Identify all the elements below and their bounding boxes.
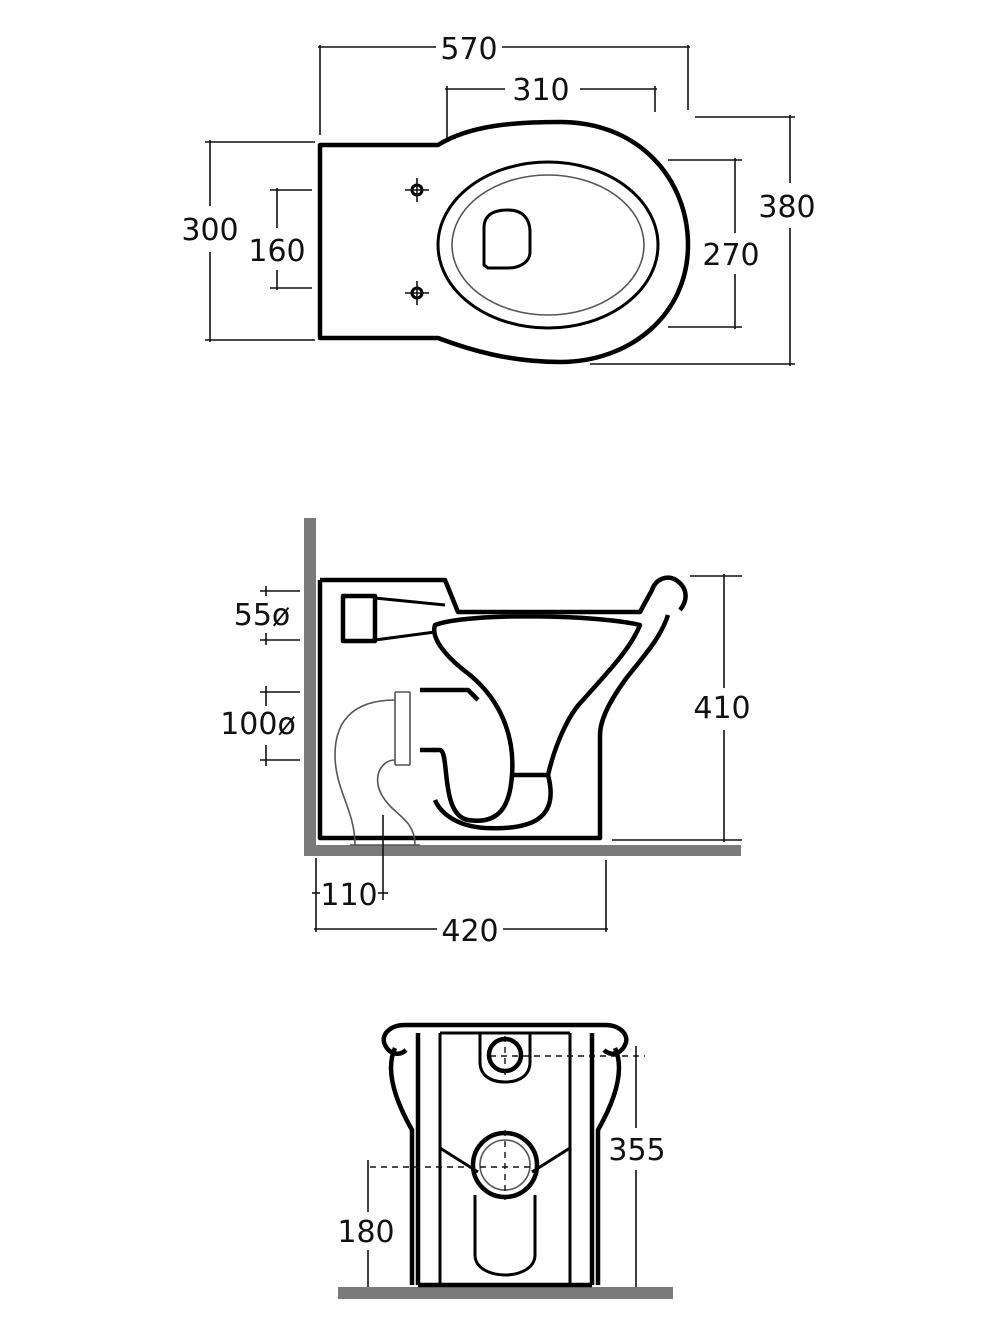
- dimension-180: 180: [337, 1160, 395, 1287]
- dim-label-300: 300: [181, 213, 238, 248]
- dim-label-100: 100ø: [220, 707, 296, 742]
- dim-label-270: 270: [702, 238, 759, 273]
- dim-label-380: 380: [758, 190, 815, 225]
- dimension-100-diameter: 100ø: [220, 686, 300, 766]
- side-body-outline: [317, 580, 671, 841]
- dimension-270: 270: [668, 158, 760, 329]
- side-view: 55ø 100ø 410 110: [220, 518, 751, 949]
- dimension-420: 420: [314, 860, 608, 949]
- dimension-310: 310: [445, 73, 657, 138]
- floor-back: [338, 1287, 673, 1299]
- side-outlet-horn: [420, 687, 480, 753]
- dim-label-355: 355: [608, 1133, 665, 1168]
- dim-label-420: 420: [441, 914, 498, 949]
- dimension-380: 380: [590, 115, 816, 366]
- side-inlet: [340, 593, 446, 644]
- side-top-rim: [320, 575, 688, 615]
- dimension-300: 300: [181, 140, 315, 342]
- back-right-shoulder: [595, 1047, 622, 1285]
- floor: [304, 845, 741, 856]
- side-bowl: [431, 614, 643, 778]
- bowl-drain: [482, 208, 532, 270]
- fixing-hole-icon: [405, 178, 429, 202]
- dimension-570: 570: [318, 32, 690, 135]
- top-view-outline: [317, 119, 691, 365]
- dimension-110: 110: [312, 815, 388, 932]
- dim-label-160: 160: [248, 234, 305, 269]
- dim-label-110: 110: [320, 878, 377, 913]
- back-view: 355 180: [337, 1022, 673, 1299]
- side-outlet-connector: [334, 691, 420, 846]
- back-pedestal-panel: [438, 1031, 572, 1285]
- bowl-inner: [451, 174, 645, 316]
- dimension-355: 355: [608, 1046, 666, 1287]
- side-trapway: [432, 747, 553, 831]
- back-pedestal-outer: [415, 1033, 595, 1288]
- dim-label-570: 570: [440, 32, 497, 67]
- top-view: 570 310 380 300: [181, 32, 816, 366]
- dimension-55-diameter: 55ø: [234, 586, 300, 645]
- dim-label-310: 310: [512, 73, 569, 108]
- dim-label-55: 55ø: [234, 598, 291, 633]
- bowl-rim: [436, 160, 660, 330]
- dimension-160: 160: [248, 188, 312, 290]
- wall: [304, 518, 316, 856]
- fixing-hole-icon: [405, 281, 429, 305]
- back-top-cap: [381, 1022, 629, 1056]
- dimension-410: 410: [612, 574, 751, 842]
- back-left-shoulder: [388, 1047, 415, 1285]
- dim-label-180: 180: [337, 1215, 394, 1250]
- dim-label-410: 410: [693, 691, 750, 726]
